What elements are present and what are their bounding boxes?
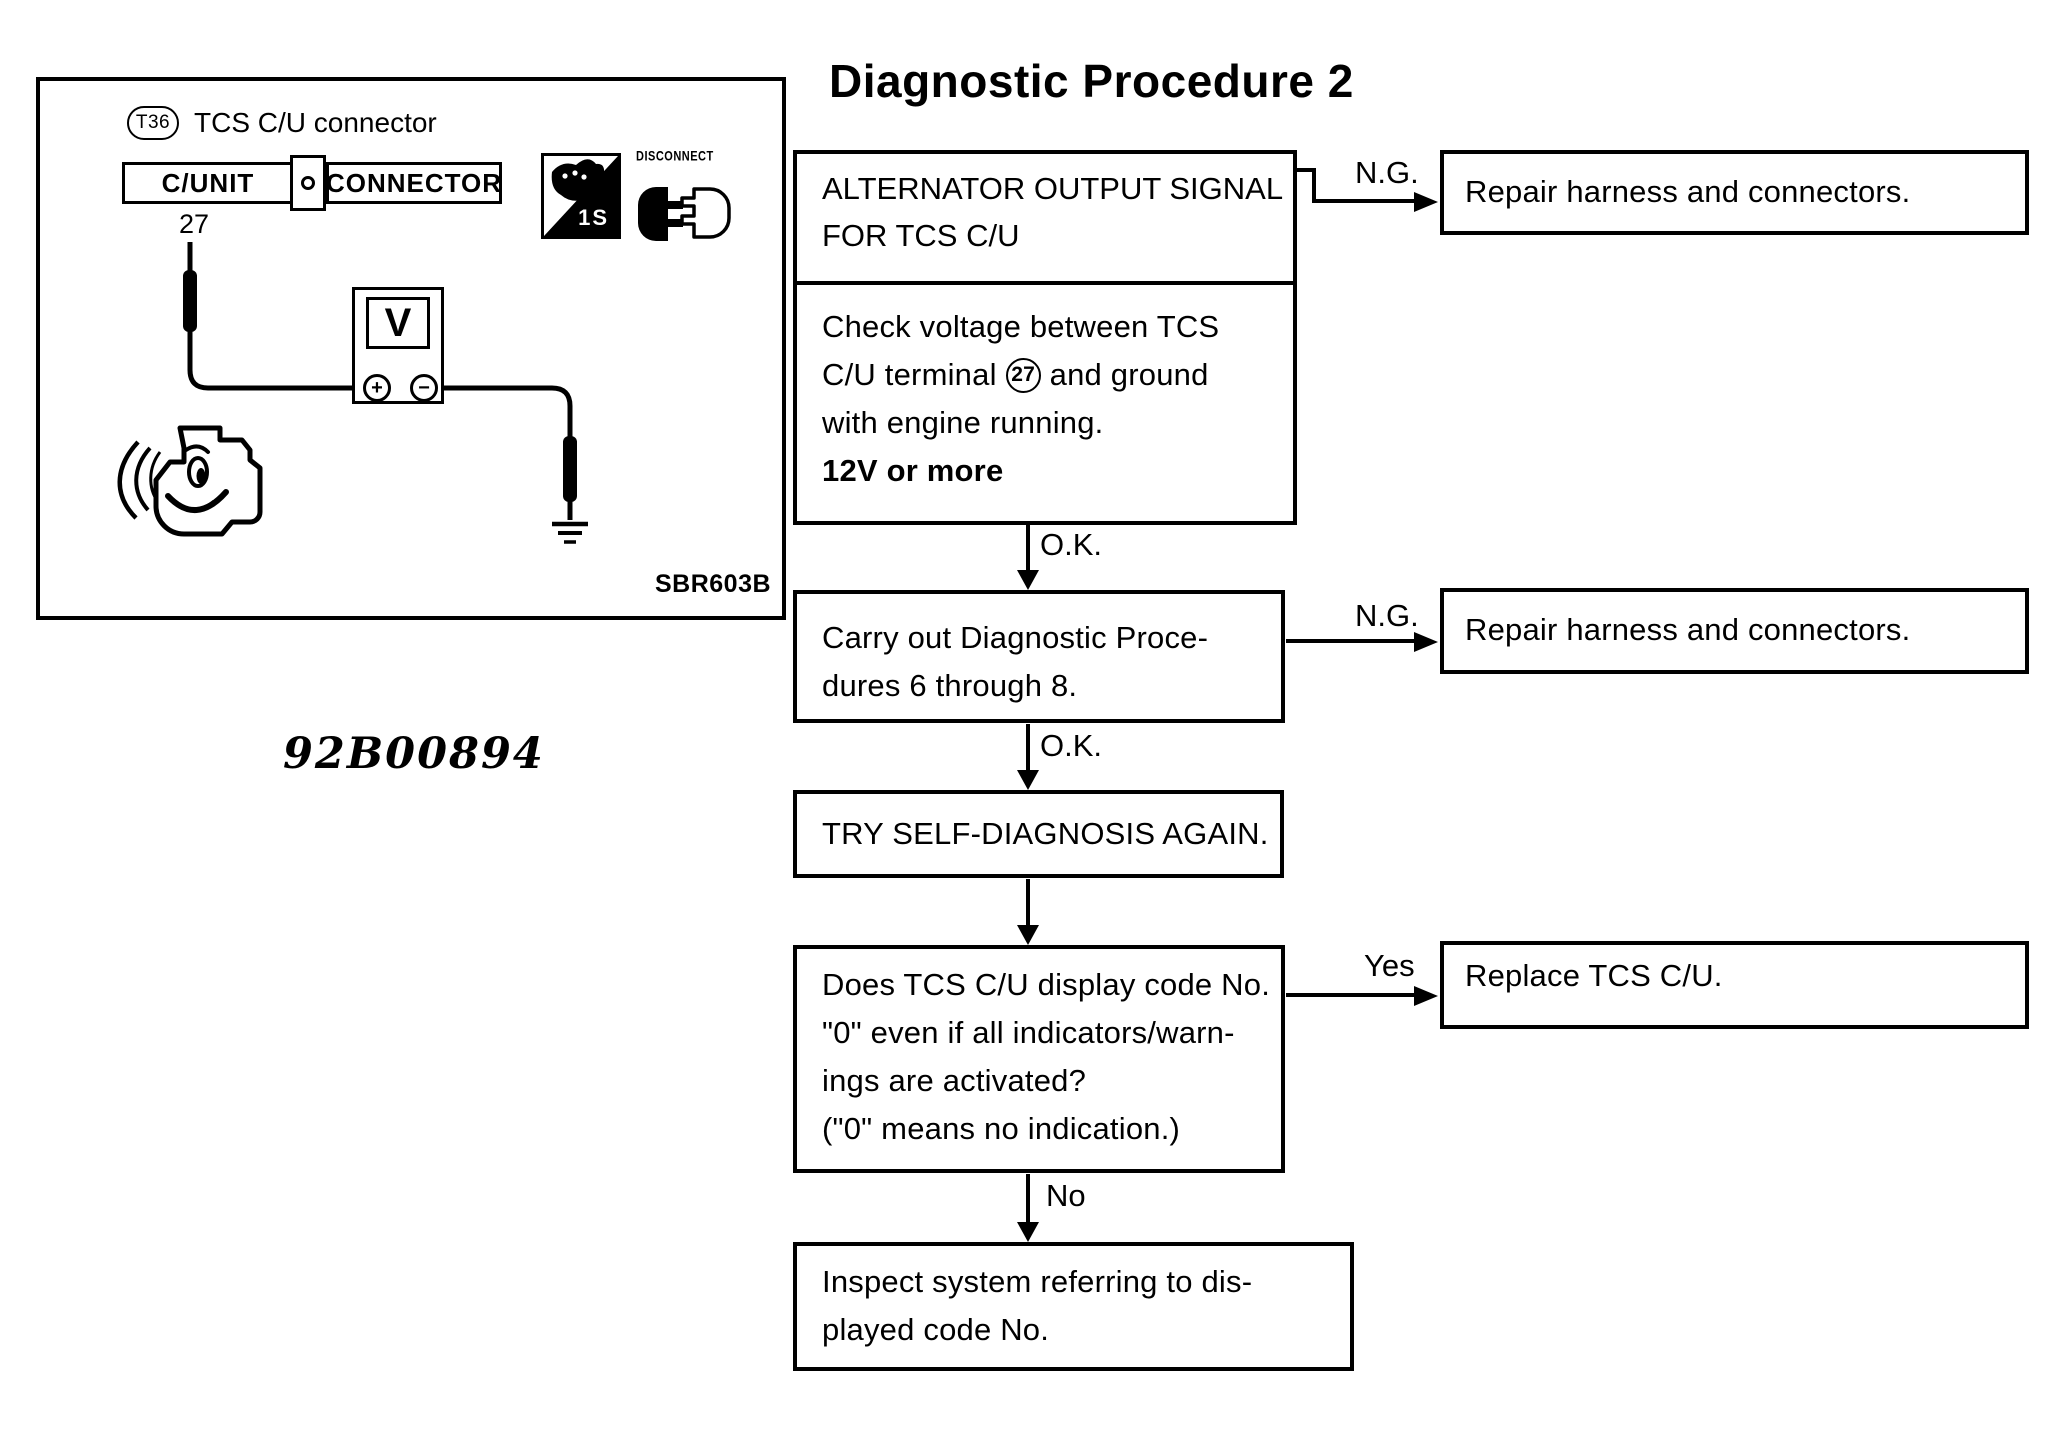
step1-body-line: with engine running. [822,405,1104,440]
probe-wire-negative [437,385,573,520]
step3-text: TRY SELF-DIAGNOSIS AGAIN. [822,810,1269,858]
cunit-label: C/UNIT [161,167,255,198]
terminal-number-label: 27 [179,209,210,239]
step4-text: Does TCS C/U display code No. "0" even i… [822,961,1270,1153]
step4-line: ("0" means no indication.) [822,1111,1181,1146]
step1-box [793,150,1297,525]
yes-label: Yes [1364,948,1415,983]
step1-spec: 12V or more [822,453,1004,488]
step1-body-line: Check voltage between TCS [822,309,1220,344]
connector-box: CONNECTOR [326,162,502,204]
figure-code: SBR603B [655,570,772,598]
step5-line: played code No. [822,1312,1050,1347]
disconnect-label: DISCONNECT [636,149,714,164]
step4-line: Does TCS C/U display code No. [822,967,1271,1002]
step4-box [793,945,1285,1173]
replace-text: Replace TCS C/U. [1465,958,1723,993]
step3-box [793,790,1284,878]
tool-caution-label: 1S [578,205,609,230]
voltmeter-letter: V [384,300,412,345]
step1-heading: ALTERNATOR OUTPUT SIGNAL FOR TCS C/U [822,165,1283,259]
positive-terminal-icon: + [363,374,391,402]
tab-hole-icon [301,176,315,190]
step2-line: dures 6 through 8. [822,668,1078,703]
repair-box-1 [1440,150,2029,235]
repair-text-1: Repair harness and connectors. [1465,174,1911,209]
disconnect-plug-art [638,187,731,241]
step1-heading-line: FOR TCS C/U [822,218,1020,253]
step1-divider [793,281,1297,285]
flow-arrows [1017,168,1438,1242]
test-probe-icon [183,270,197,332]
minus-sign: − [418,376,430,399]
step1-line2-pre: C/U terminal [822,357,997,392]
ng-label: N.G. [1355,155,1419,190]
step1-body-line: C/U terminal 27 and ground [822,351,1219,399]
probe-wire-positive [187,242,363,391]
no-label: No [1046,1178,1086,1213]
disconnect-icon: DISCONNECT [636,149,746,249]
step2-box [793,590,1285,723]
test-probe-icon [563,436,577,502]
terminal-27-circle: 27 [1005,357,1041,393]
ground-icon [552,521,588,544]
connector-box-label: CONNECTOR [325,167,503,198]
page-title: Diagnostic Procedure 2 [829,55,1354,107]
step3-line: TRY SELF-DIAGNOSIS AGAIN. [822,816,1269,851]
plus-sign: + [371,376,383,399]
ok-label: O.K. [1040,728,1103,763]
illustration-panel [36,77,786,620]
tool-caution-art [544,156,618,236]
negative-terminal-icon: − [410,374,438,402]
connector-badge: T36 [127,106,179,140]
step4-line: "0" even if all indicators/warn- [822,1015,1235,1050]
ok-label: O.K. [1040,527,1103,562]
step1-body: Check voltage between TCS C/U terminal 2… [822,303,1219,495]
step2-line: Carry out Diagnostic Proce- [822,620,1209,655]
tool-caution-icon: 1S [541,153,621,239]
step5-line: Inspect system referring to dis- [822,1264,1253,1299]
repair-text-2: Repair harness and connectors. [1465,612,1911,647]
step2-text: Carry out Diagnostic Proce- dures 6 thro… [822,614,1208,710]
step4-line: ings are activated? [822,1063,1087,1098]
step5-box [793,1242,1354,1371]
print-stamp: 92B00894 [283,729,545,779]
voltmeter-display: V [366,297,430,349]
ng-label: N.G. [1355,598,1419,633]
step1-heading-line: ALTERNATOR OUTPUT SIGNAL [822,171,1284,206]
engine-cartoon [117,425,263,537]
step1-line2-post: and ground [1049,357,1209,392]
step5-text: Inspect system referring to dis- played … [822,1258,1252,1354]
repair-box-2 [1440,588,2029,674]
cunit-box: C/UNIT [122,162,294,204]
connector-tab [290,155,326,211]
replace-box [1440,941,2029,1029]
connector-badge-label: T36 [135,112,171,133]
connector-caption: TCS C/U connector [194,107,437,138]
